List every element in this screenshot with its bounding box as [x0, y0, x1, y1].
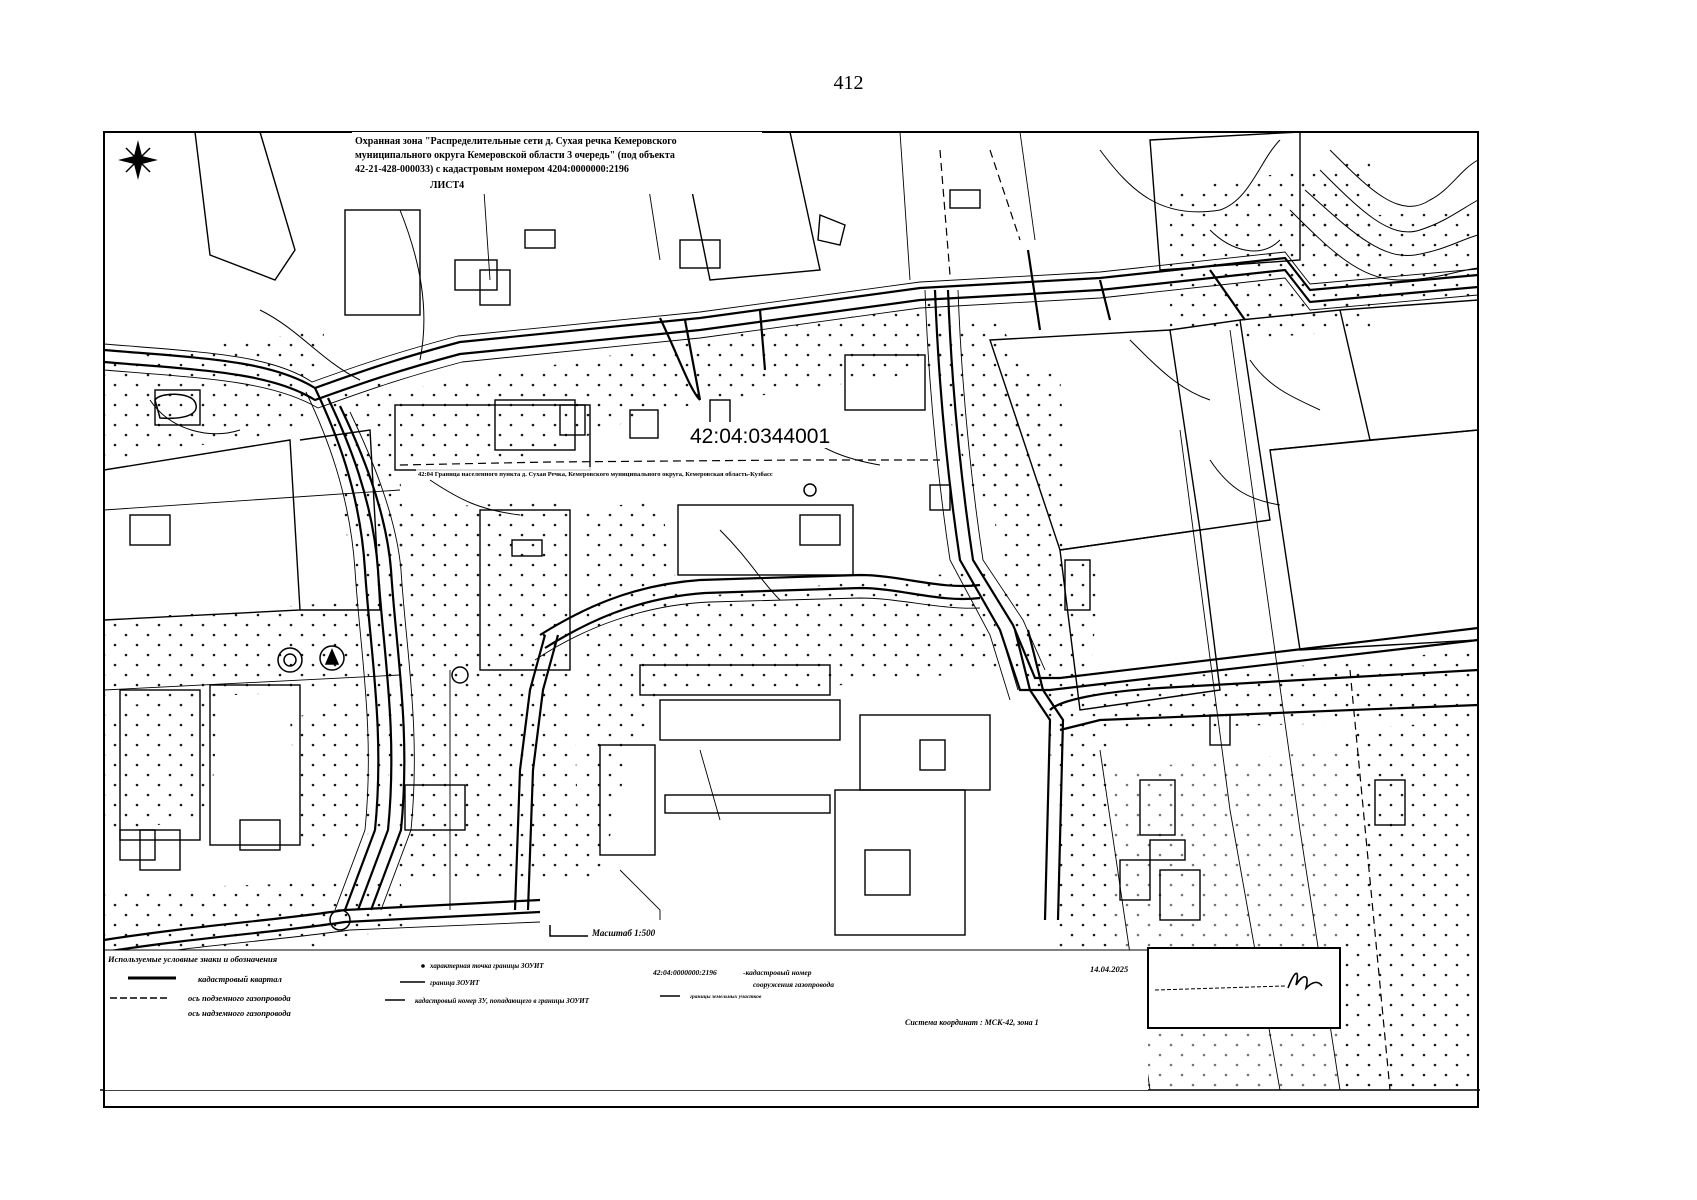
map-title-line-2: муниципального округа Кемеровской област…	[355, 150, 675, 161]
svg-text:характерная точка границы ЗОУИ: характерная точка границы ЗОУИТ	[429, 962, 544, 970]
scale-label: Масштаб 1:500	[591, 928, 656, 938]
svg-text:кадастровый номер ЗУ, попадающ: кадастровый номер ЗУ, попадающего в гран…	[415, 997, 590, 1005]
legend-item-cadastral-quarter: кадастровый квартал	[128, 974, 283, 984]
legend-item-plot-boundaries: границы земельных участков	[660, 994, 762, 1000]
map-date: 14.04.2025	[1090, 964, 1129, 974]
sheet-label: ЛИСТ4	[430, 180, 464, 191]
svg-text:сооружения газопровода: сооружения газопровода	[753, 980, 834, 989]
svg-text:42:04:0000000:2196: 42:04:0000000:2196	[652, 968, 717, 977]
signature-stamp	[1147, 947, 1341, 1029]
svg-text:ось надземного газопровода: ось надземного газопровода	[188, 1008, 292, 1018]
page-number: 412	[833, 72, 864, 94]
svg-text:ось подземного газопровода: ось подземного газопровода	[188, 993, 291, 1003]
map-title-line-1: Охранная зона "Распределительные сети д.…	[355, 136, 677, 147]
legend-item-zone-boundary: граница ЗОУИТ	[400, 979, 480, 987]
svg-text:границы земельных участков: границы земельных участков	[690, 994, 762, 1000]
legend-heading: Используемые условные знаки и обозначени…	[107, 954, 278, 964]
cadastral-block-number: 42:04:0344001	[690, 425, 830, 448]
map-title-line-3: 42-21-428-000033) с кадастровым номером …	[355, 164, 629, 175]
contour-lines	[149, 139, 1479, 601]
svg-text:граница ЗОУИТ: граница ЗОУИТ	[430, 979, 480, 987]
map-sheet: Охранная зона "Распределительные сети д.…	[100, 130, 1485, 1113]
svg-text:кадастровый квартал: кадастровый квартал	[198, 974, 283, 984]
map-symbols	[154, 393, 817, 931]
signature-icon	[1287, 972, 1323, 991]
coordinate-system: Система координат : МСК-42, зона 1	[905, 1018, 1039, 1027]
legend-item-boundary-point: характерная точка границы ЗОУИТ	[421, 962, 544, 970]
legend-item-land-plot-number: кадастровый номер ЗУ, попадающего в гран…	[385, 997, 590, 1005]
legend: Используемые условные знаки и обозначени…	[107, 954, 1129, 1027]
svg-text:-кадастровый номер: -кадастровый номер	[743, 968, 812, 977]
legend-item-overground-pipe-axis: ось надземного газопровода	[188, 1008, 292, 1018]
gas-pipeline-corridor	[103, 249, 1479, 961]
legend-item-underground-pipe-axis: ось подземного газопровода	[110, 993, 291, 1003]
settlement-boundary-caption: 42:04 Граница населенного пункта д. Суха…	[418, 471, 773, 478]
legend-item-structure-number: 42:04:0000000:2196 -кадастровый номер со…	[652, 968, 834, 989]
north-arrow-icon	[118, 140, 158, 180]
